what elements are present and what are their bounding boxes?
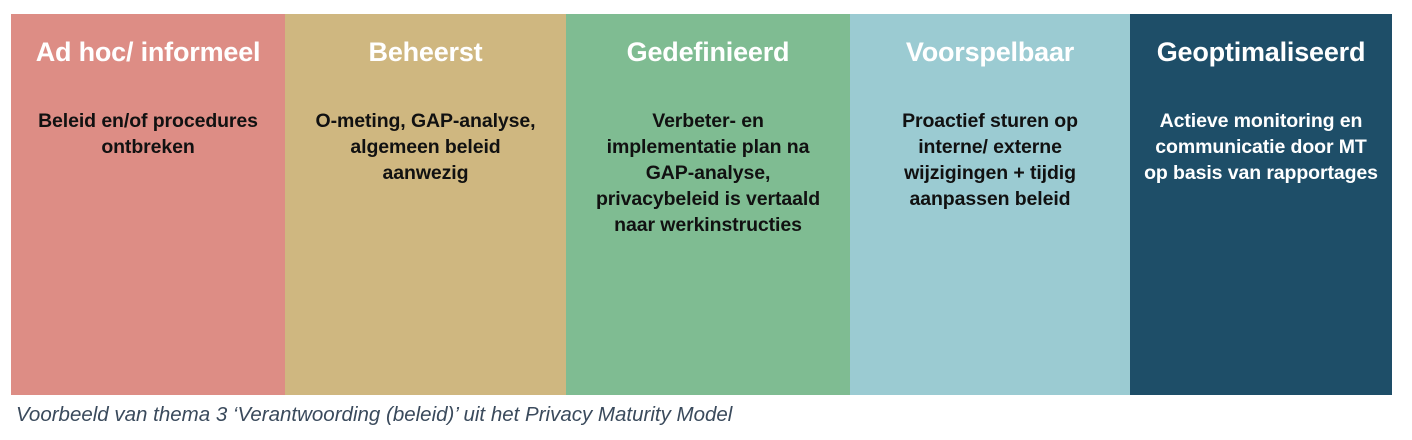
maturity-level-title: Gedefinieerd <box>626 37 790 67</box>
maturity-column-voorspelbaar: Voorspelbaar Proactief sturen op interne… <box>850 14 1130 395</box>
figure-caption: Voorbeeld van thema 3 ‘Verantwoording (b… <box>16 403 733 426</box>
maturity-level-title: Voorspelbaar <box>905 37 1075 67</box>
maturity-level-description: O-meting, GAP-analyse, algemeen beleid a… <box>315 110 536 184</box>
maturity-level-band: Ad hoc/ informeel Beleid en/of procedure… <box>11 14 1392 395</box>
maturity-column-beheerst: Beheerst O-meting, GAP-analyse, algemeen… <box>285 14 566 395</box>
maturity-level-title: Beheerst <box>368 37 483 67</box>
maturity-level-description: Verbeter- en implementatie plan na GAP-a… <box>595 110 821 236</box>
maturity-level-title: Geoptimaliseerd <box>1156 37 1366 67</box>
maturity-column-gedefinieerd: Gedefinieerd Verbeter- en implementatie … <box>566 14 850 395</box>
maturity-level-title: Ad hoc/ informeel <box>35 37 261 67</box>
maturity-column-geoptimaliseerd: Geoptimaliseerd Actieve monitoring en co… <box>1130 14 1392 395</box>
maturity-level-description: Actieve monitoring en communicatie door … <box>1144 110 1378 184</box>
maturity-column-ad-hoc-informeel: Ad hoc/ informeel Beleid en/of procedure… <box>11 14 285 395</box>
maturity-level-description: Beleid en/of procedures ontbreken <box>38 110 258 158</box>
maturity-level-description: Proactief sturen op interne/ externe wij… <box>902 110 1078 210</box>
